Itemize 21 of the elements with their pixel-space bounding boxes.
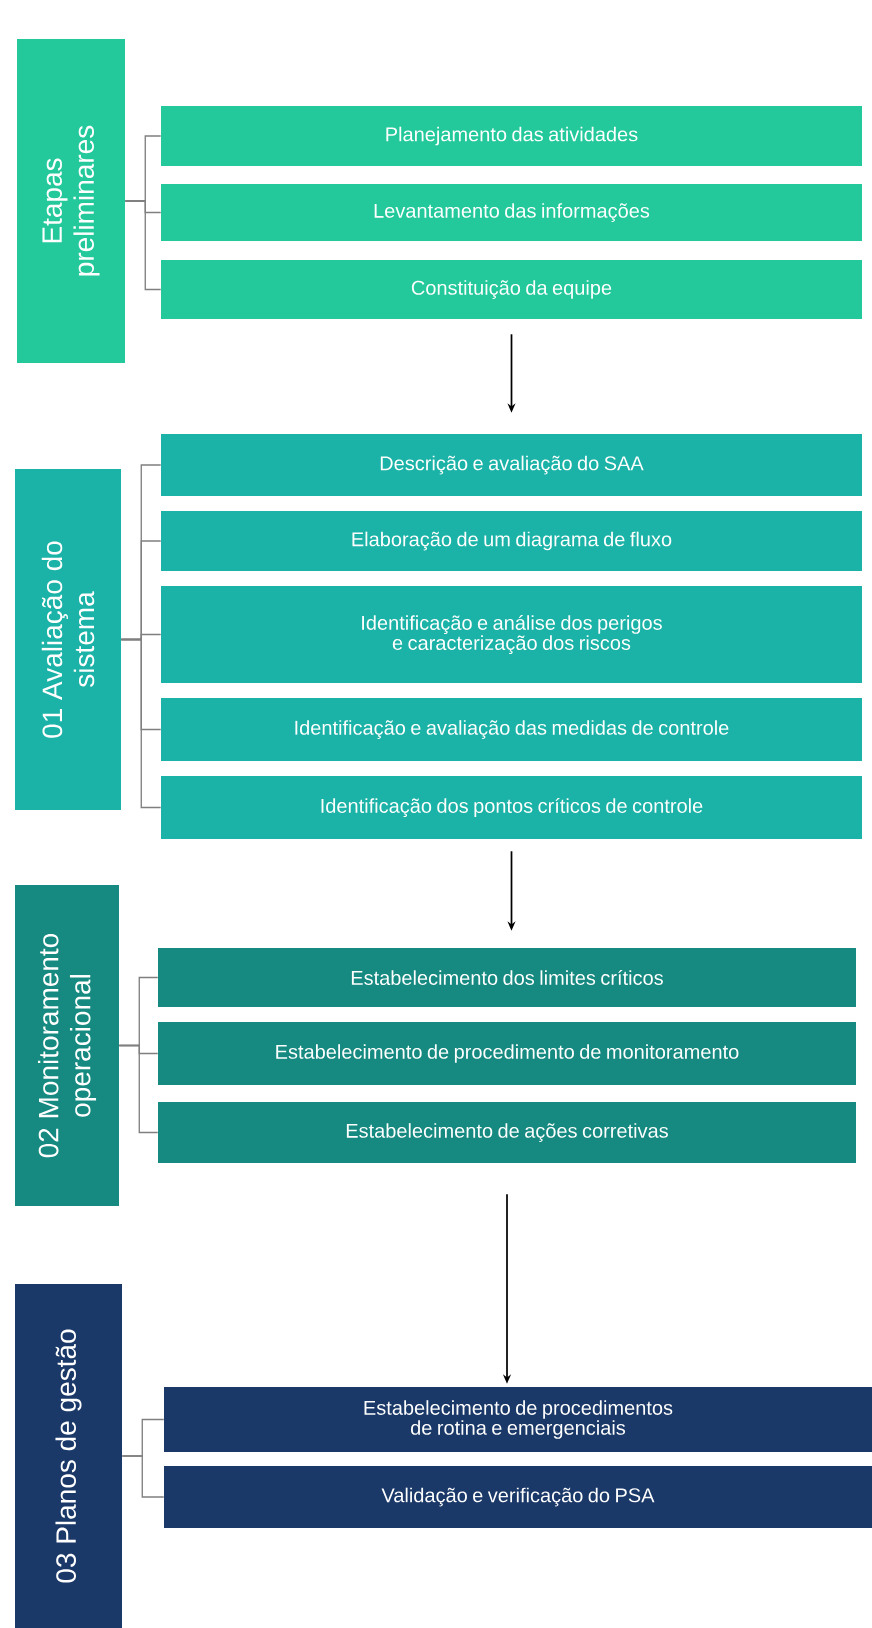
bracket-line <box>124 200 162 291</box>
step-box: Estabelecimento de procedimento de monitoramento <box>158 1022 856 1085</box>
step-box: Validação e verificação do PSA <box>164 1466 872 1528</box>
stage-bar: Etapas preliminares <box>17 39 125 363</box>
step-box: Identificação e análise dos perigos e caracterização dos riscos <box>161 586 862 683</box>
step-box: Estabelecimento dos limites críticos <box>158 948 856 1007</box>
step-box: Estabelecimento de ações corretivas <box>158 1102 856 1163</box>
step-box: Levantamento das informações <box>161 184 862 241</box>
step-box: Constituição da equipe <box>161 260 862 319</box>
step-box: Estabelecimento de procedimentos de rotina e emergenciais <box>164 1387 872 1452</box>
bracket-line <box>121 1455 165 1498</box>
step-box: Identificação dos pontos críticos de controle <box>161 776 862 839</box>
stage-bar: 03 Planos de gestão <box>15 1284 122 1628</box>
bracket-line <box>120 638 162 809</box>
step-box: Descrição e avaliação do SAA <box>161 434 862 496</box>
stage-bar: 01 Avaliação do sistema <box>15 469 121 810</box>
bracket-line <box>118 1044 159 1134</box>
step-box: Elaboração de um diagrama de fluxo <box>161 511 862 571</box>
step-box: Planejamento das atividades <box>161 106 862 166</box>
stage-bar: 02 Monitoramento operacional <box>15 885 119 1206</box>
step-box: Identificação e avaliação das medidas de controle <box>161 698 862 761</box>
